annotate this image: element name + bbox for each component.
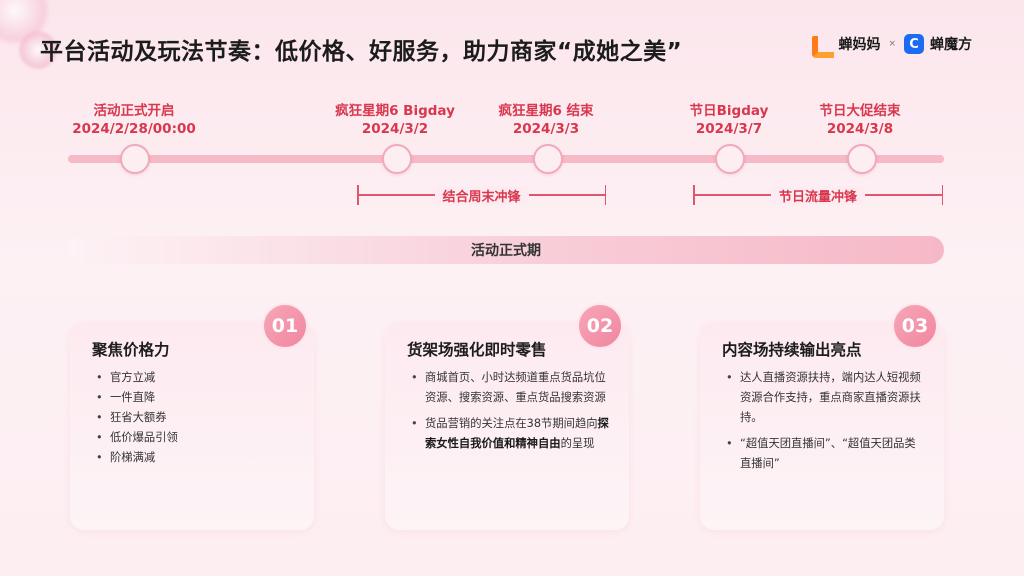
- chanmofang-logo-icon: C: [904, 34, 924, 54]
- card-number-badge: 01: [262, 303, 308, 349]
- card-title: 聚焦价格力: [92, 338, 170, 360]
- timeline-node: [847, 144, 877, 174]
- milestone-date: 2024/2/28/00:00: [72, 120, 196, 138]
- page-title: 平台活动及玩法节奏：低价格、好服务，助力商家“成她之美”: [40, 32, 682, 66]
- timeline-track: [68, 155, 944, 163]
- logo-separator: ×: [888, 39, 896, 49]
- list-item: 一件直降: [94, 388, 296, 408]
- card-number-badge: 02: [577, 303, 623, 349]
- strategy-card: 02 货架场强化即时零售 商城首页、小时达频道重点货品坑位资源、搜索资源、重点货…: [385, 322, 629, 530]
- timeline-node: [715, 144, 745, 174]
- period-bar: 活动正式期: [68, 236, 944, 264]
- card-number-badge: 03: [892, 303, 938, 349]
- list-item: 达人直播资源扶持，端内达人短视频资源合作支持，重点商家直播资源扶持。: [724, 368, 926, 428]
- milestone-date: 2024/3/7: [690, 120, 769, 138]
- item-text: 的呈现: [561, 437, 595, 450]
- list-item: 阶梯满减: [94, 448, 296, 468]
- milestone-title: 节日Bigday: [690, 102, 769, 120]
- timeline-node: [382, 144, 412, 174]
- bracket-tick: [693, 185, 695, 205]
- list-item: 低价爆品引领: [94, 428, 296, 448]
- milestone-title: 疯狂星期6 Bigday: [335, 102, 455, 120]
- card-list: 商城首页、小时达频道重点货品坑位资源、搜索资源、重点货品搜索资源 货品营销的关注…: [409, 368, 611, 454]
- bracket-tick: [605, 185, 607, 205]
- milestone-label: 节日大促结束 2024/3/8: [820, 102, 901, 138]
- brand-logos: 蝉妈妈 × C 蝉魔方: [810, 34, 972, 54]
- chanmama-logo-icon: [810, 34, 832, 54]
- milestone-label: 节日Bigday 2024/3/7: [690, 102, 769, 138]
- strategy-card: 03 内容场持续输出亮点 达人直播资源扶持，端内达人短视频资源合作支持，重点商家…: [700, 322, 944, 530]
- card-list: 官方立减 一件直降 狂省大额券 低价爆品引领 阶梯满减: [94, 368, 296, 468]
- timeline-node: [533, 144, 563, 174]
- strategy-card: 01 聚焦价格力 官方立减 一件直降 狂省大额券 低价爆品引领 阶梯满减: [70, 322, 314, 530]
- brand-a-name: 蝉妈妈: [838, 34, 880, 54]
- milestone-title: 活动正式开启: [72, 102, 196, 120]
- card-title: 货架场强化即时零售: [407, 338, 547, 360]
- phase-bracket: 节日流量冲锋: [693, 185, 943, 205]
- milestone-label: 活动正式开启 2024/2/28/00:00: [72, 102, 196, 138]
- milestone-date: 2024/3/8: [820, 120, 901, 138]
- card-list: 达人直播资源扶持，端内达人短视频资源合作支持，重点商家直播资源扶持。 “超值天团…: [724, 368, 926, 474]
- bracket-label: 结合周末冲锋: [434, 186, 528, 205]
- milestone-title: 疯狂星期6 结束: [498, 102, 593, 120]
- timeline-node: [120, 144, 150, 174]
- bracket-tick: [357, 185, 359, 205]
- item-text: 货品营销的关注点在38节期间趋向: [425, 417, 598, 430]
- milestone-date: 2024/3/3: [498, 120, 593, 138]
- milestone-date: 2024/3/2: [335, 120, 455, 138]
- brand-b-name: 蝉魔方: [930, 34, 972, 54]
- bracket-tick: [942, 185, 944, 205]
- list-item: 官方立减: [94, 368, 296, 388]
- list-item: 商城首页、小时达频道重点货品坑位资源、搜索资源、重点货品搜索资源: [409, 368, 611, 408]
- list-item: “超值天团直播间”、“超值天团品类直播间”: [724, 434, 926, 474]
- card-title: 内容场持续输出亮点: [722, 338, 862, 360]
- milestone-label: 疯狂星期6 结束 2024/3/3: [498, 102, 593, 138]
- milestone-title: 节日大促结束: [820, 102, 901, 120]
- list-item: 狂省大额券: [94, 408, 296, 428]
- milestone-label: 疯狂星期6 Bigday 2024/3/2: [335, 102, 455, 138]
- list-item: 货品营销的关注点在38节期间趋向探索女性自我价值和精神自由的呈现: [409, 414, 611, 454]
- bracket-label: 节日流量冲锋: [771, 186, 865, 205]
- phase-bracket: 结合周末冲锋: [357, 185, 606, 205]
